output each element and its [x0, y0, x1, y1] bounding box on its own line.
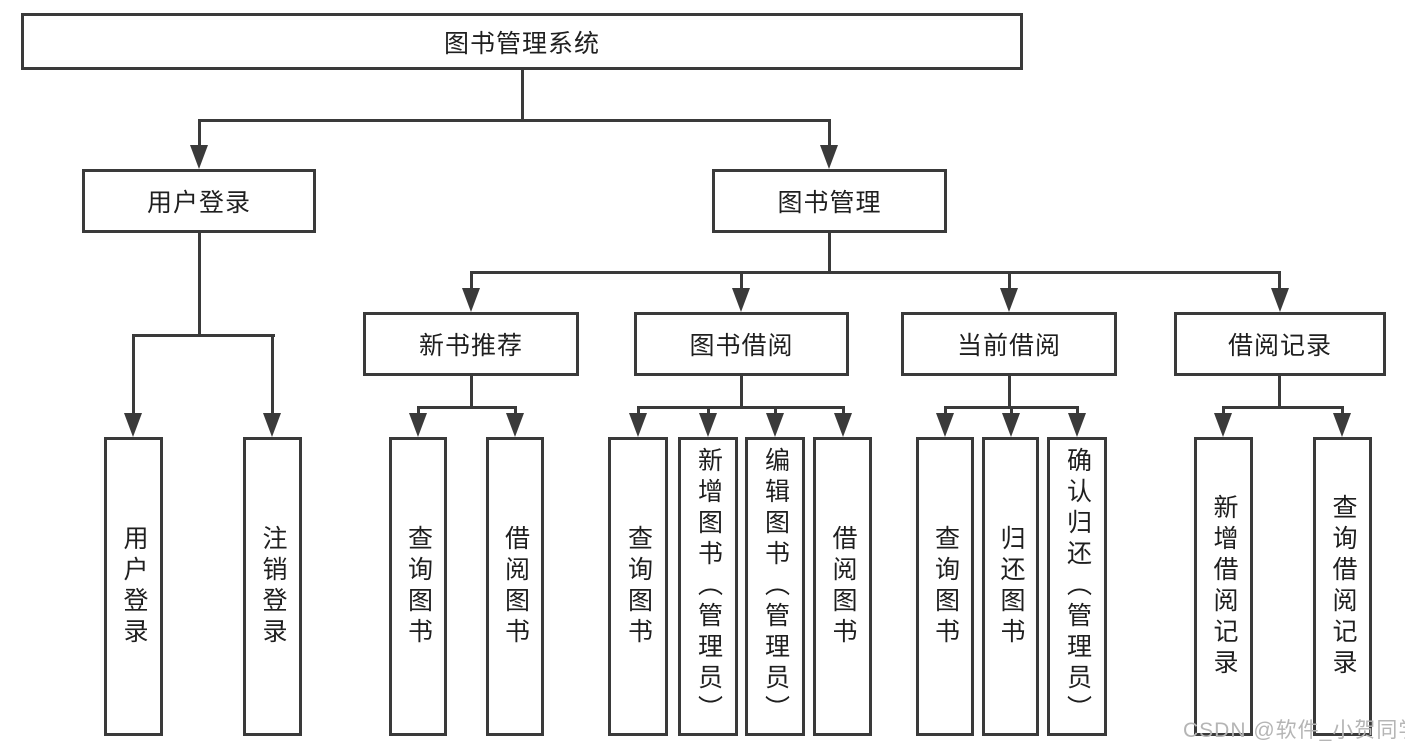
connector-hline — [417, 406, 517, 409]
node-borrow-record: 借阅记录 — [1174, 312, 1386, 376]
leaf-user-login: 用户登录 — [104, 437, 163, 736]
connector-vline — [842, 406, 845, 415]
connector-hline — [470, 271, 1281, 274]
node-book-mgmt: 图书管理 — [712, 169, 947, 233]
arrowhead-down — [1214, 413, 1232, 437]
connector-vline — [1010, 406, 1013, 415]
leaf-cb-confirm-return-admin-label: 确认归还（管理员） — [1063, 447, 1092, 726]
connector-vline — [1008, 271, 1011, 290]
leaf-br-query-record-label: 查询借阅记录 — [1329, 493, 1357, 680]
connector-vline — [1278, 376, 1281, 409]
leaf-bb-query-books-label: 查询图书 — [624, 524, 653, 649]
leaf-nbr-query-books: 查询图书 — [389, 437, 447, 736]
leaf-br-query-record: 查询借阅记录 — [1313, 437, 1372, 736]
connector-vline — [1222, 406, 1225, 415]
connector-vline — [1341, 406, 1344, 415]
connector-vline — [828, 233, 831, 274]
connector-vline — [637, 406, 640, 415]
leaf-br-add-record: 新增借阅记录 — [1194, 437, 1253, 736]
connector-vline — [132, 334, 135, 415]
connector-vline — [521, 68, 524, 119]
connector-vline — [707, 406, 710, 415]
arrowhead-down — [263, 413, 281, 437]
leaf-bb-query-books: 查询图书 — [608, 437, 668, 736]
arrowhead-down — [834, 413, 852, 437]
connector-vline — [271, 334, 274, 415]
node-user-login: 用户登录 — [82, 169, 316, 233]
arrowhead-down — [820, 145, 838, 169]
node-current-borrow-label: 当前借阅 — [956, 332, 1061, 360]
leaf-nbr-borrow-books-label: 借阅图书 — [501, 524, 530, 649]
leaf-cb-query-books-label: 查询图书 — [931, 524, 960, 649]
connector-hline — [132, 334, 275, 337]
arrowhead-down — [409, 413, 427, 437]
arrowhead-down — [936, 413, 954, 437]
connector-vline — [740, 376, 743, 409]
connector-vline — [774, 406, 777, 415]
connector-vline — [740, 271, 743, 290]
arrowhead-down — [190, 145, 208, 169]
connector-hline — [637, 406, 845, 409]
leaf-nbr-query-books-label: 查询图书 — [404, 524, 433, 649]
connector-vline — [944, 406, 947, 415]
arrowhead-down — [506, 413, 524, 437]
node-root-label: 图书管理系统 — [443, 29, 600, 58]
node-book-mgmt-label: 图书管理 — [777, 189, 882, 217]
leaf-cb-confirm-return-admin: 确认归还（管理员） — [1047, 437, 1107, 736]
node-new-book-rec: 新书推荐 — [363, 312, 579, 376]
arrowhead-down — [766, 413, 784, 437]
leaf-cb-return-books: 归还图书 — [982, 437, 1039, 736]
connector-vline — [1008, 376, 1011, 409]
node-borrow-record-label: 借阅记录 — [1227, 332, 1332, 360]
node-book-borrow-label: 图书借阅 — [689, 332, 794, 360]
connector-vline — [417, 406, 420, 415]
leaf-cb-query-books: 查询图书 — [916, 437, 974, 736]
node-new-book-rec-label: 新书推荐 — [418, 332, 523, 360]
connector-vline — [828, 119, 831, 147]
arrowhead-down — [1068, 413, 1086, 437]
node-current-borrow: 当前借阅 — [901, 312, 1117, 376]
arrowhead-down — [462, 288, 480, 312]
leaf-nbr-borrow-books: 借阅图书 — [486, 437, 544, 736]
connector-vline — [1278, 271, 1281, 290]
csdn-watermark: CSDN @软件_小贺同学 — [1183, 719, 1405, 742]
leaf-logout-label: 注销登录 — [259, 524, 287, 649]
connector-vline — [1076, 406, 1079, 415]
connector-hline — [198, 119, 831, 122]
arrowhead-down — [1271, 288, 1289, 312]
leaf-cb-return-books-label: 归还图书 — [997, 524, 1025, 649]
connector-hline — [1222, 406, 1343, 409]
node-user-login-label: 用户登录 — [146, 189, 251, 217]
arrowhead-down — [732, 288, 750, 312]
arrowhead-down — [124, 413, 142, 437]
arrowhead-down — [1333, 413, 1351, 437]
connector-vline — [470, 271, 473, 290]
arrowhead-down — [1000, 288, 1018, 312]
leaf-bb-edit-books-admin-label: 编辑图书（管理员） — [761, 447, 790, 726]
connector-vline — [198, 119, 201, 147]
leaf-bb-borrow-books-label: 借阅图书 — [829, 524, 857, 649]
leaf-bb-add-books-admin: 新增图书（管理员） — [678, 437, 738, 736]
leaf-user-login-label: 用户登录 — [120, 524, 148, 649]
connector-vline — [514, 406, 517, 415]
leaf-bb-edit-books-admin: 编辑图书（管理员） — [745, 437, 805, 736]
leaf-br-add-record-label: 新增借阅记录 — [1210, 493, 1238, 680]
connector-vline — [470, 376, 473, 409]
leaf-bb-borrow-books: 借阅图书 — [813, 437, 872, 736]
leaf-bb-add-books-admin-label: 新增图书（管理员） — [694, 447, 723, 726]
arrowhead-down — [699, 413, 717, 437]
arrowhead-down — [1002, 413, 1020, 437]
arrowhead-down — [629, 413, 647, 437]
leaf-logout: 注销登录 — [243, 437, 302, 736]
node-book-borrow: 图书借阅 — [634, 312, 849, 376]
connector-vline — [198, 233, 201, 337]
node-root: 图书管理系统 — [21, 13, 1023, 70]
